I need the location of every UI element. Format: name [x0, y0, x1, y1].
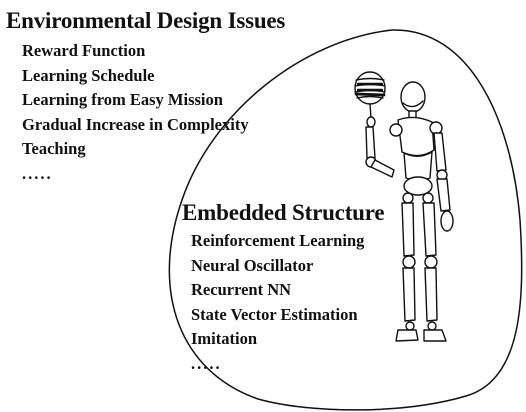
- embedded-structure-list: Reinforcement Learning Neural Oscillator…: [191, 229, 364, 377]
- spinning-ball-icon: [354, 71, 386, 105]
- list-item: Neural Oscillator: [191, 255, 314, 275]
- list-item: Gradual Increase in Complexity: [22, 114, 249, 134]
- list-item: Teaching: [22, 139, 86, 159]
- list-ellipsis: .....: [191, 353, 222, 373]
- list-ellipsis: .....: [22, 163, 53, 183]
- embedded-structure-title: Embedded Structure: [182, 200, 385, 225]
- list-item: Reinforcement Learning: [191, 231, 365, 250]
- list-item: Learning from Easy Mission: [22, 90, 223, 110]
- list-item: Imitation: [191, 329, 257, 349]
- list-item: Reward Function: [22, 41, 146, 60]
- environmental-design-title: Environmental Design Issues: [6, 8, 286, 33]
- list-item: Learning Schedule: [22, 65, 155, 85]
- list-item: State Vector Estimation: [191, 304, 358, 324]
- list-item: Recurrent NN: [191, 280, 292, 300]
- environmental-issues-list: Reward Function Learning Schedule Learni…: [22, 39, 249, 187]
